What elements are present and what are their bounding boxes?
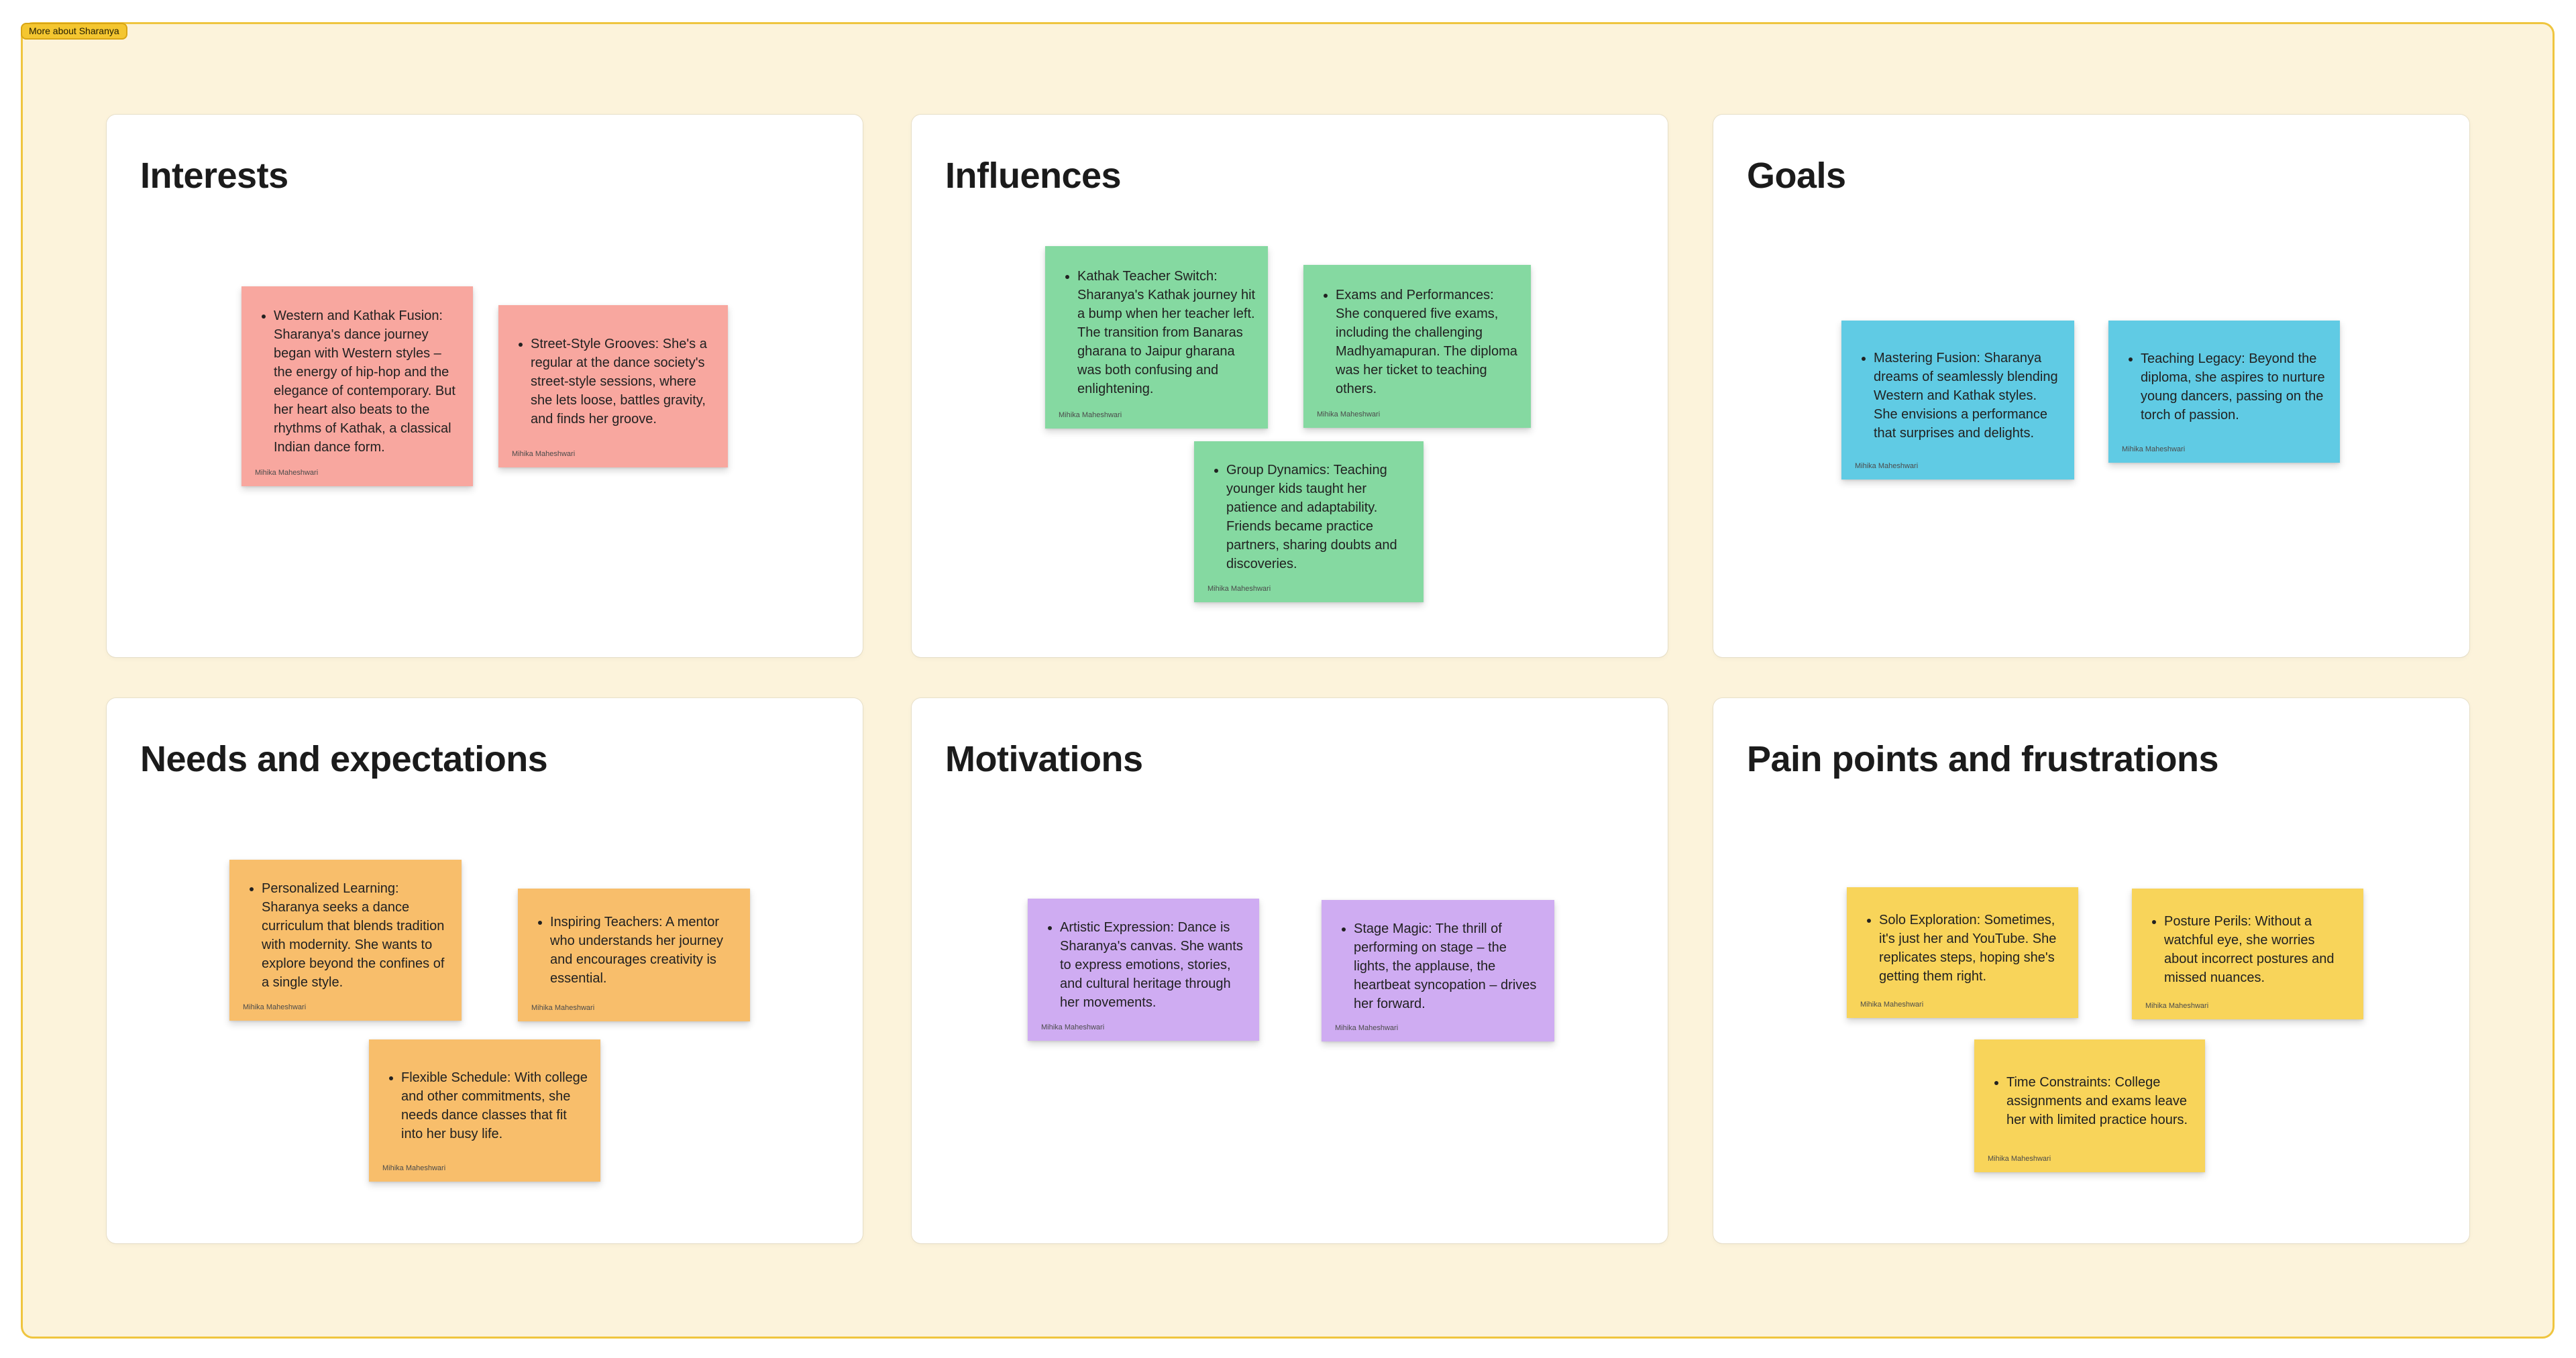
section-card-interests[interactable]: Interests Western and Kathak Fusion: Sha… (107, 115, 863, 657)
sticky-note-content: Posture Perils: Without a watchful eye, … (2144, 898, 2351, 1001)
section-card-pain-points[interactable]: Pain points and frustrations Solo Explor… (1713, 698, 2469, 1243)
sticky-note-author: Mihika Maheshwari (1988, 1155, 2051, 1163)
section-title: Influences (945, 156, 1122, 196)
sticky-note-author: Mihika Maheshwari (2145, 1002, 2209, 1010)
sticky-note-content: Street-Style Grooves: She's a regular at… (511, 315, 716, 449)
sticky-note-text: Western and Kathak Fusion: Sharanya's da… (274, 306, 461, 457)
sticky-note-content: Kathak Teacher Switch: Sharanya's Kathak… (1057, 256, 1256, 410)
sticky-note-text: Flexible Schedule: With college and othe… (401, 1068, 588, 1143)
sticky-note[interactable]: Posture Perils: Without a watchful eye, … (2132, 889, 2363, 1019)
sticky-note-text: Street-Style Grooves: She's a regular at… (531, 335, 716, 429)
sticky-note-text: Group Dynamics: Teaching younger kids ta… (1226, 461, 1411, 573)
sticky-note-content: Inspiring Teachers: A mentor who underst… (530, 898, 738, 1003)
sticky-note-content: Solo Exploration: Sometimes, it's just h… (1859, 897, 2066, 999)
sticky-note-author: Mihika Maheshwari (243, 1003, 307, 1011)
sticky-note[interactable]: Mastering Fusion: Sharanya dreams of sea… (1841, 321, 2074, 479)
sticky-note-content: Teaching Legacy: Beyond the diploma, she… (2121, 330, 2328, 444)
sticky-note-text: Personalized Learning: Sharanya seeks a … (262, 879, 449, 992)
sticky-note-author: Mihika Maheshwari (382, 1164, 446, 1172)
sticky-note[interactable]: Exams and Performances: She conquered fi… (1303, 265, 1531, 428)
sticky-note-content: Personalized Learning: Sharanya seeks a … (241, 869, 449, 1002)
sticky-note[interactable]: Stage Magic: The thrill of performing on… (1322, 900, 1554, 1041)
sticky-note-content: Exams and Performances: She conquered fi… (1316, 274, 1519, 409)
sticky-note[interactable]: Solo Exploration: Sometimes, it's just h… (1847, 887, 2078, 1018)
sticky-note-author: Mihika Maheshwari (1855, 462, 1919, 470)
section-title: Pain points and frustrations (1747, 739, 2219, 779)
sticky-note-author: Mihika Maheshwari (1317, 410, 1381, 418)
sticky-note-author: Mihika Maheshwari (1860, 1001, 1924, 1009)
section-title: Needs and expectations (140, 739, 548, 779)
sticky-note-author: Mihika Maheshwari (1041, 1023, 1105, 1031)
section-card-motivations[interactable]: Motivations Artistic Expression: Dance i… (912, 698, 1668, 1243)
sticky-note-content: Flexible Schedule: With college and othe… (381, 1049, 588, 1163)
sticky-note[interactable]: Time Constraints: College assignments an… (1974, 1039, 2205, 1172)
sticky-note-content: Mastering Fusion: Sharanya dreams of sea… (1854, 330, 2062, 461)
sticky-note-author: Mihika Maheshwari (1208, 585, 1271, 593)
sticky-note-author: Mihika Maheshwari (1335, 1024, 1399, 1032)
sticky-note-content: Time Constraints: College assignments an… (1986, 1049, 2193, 1153)
sticky-note[interactable]: Teaching Legacy: Beyond the diploma, she… (2108, 321, 2340, 463)
section-card-goals[interactable]: Goals Mastering Fusion: Sharanya dreams … (1713, 115, 2469, 657)
sticky-note-author: Mihika Maheshwari (255, 469, 319, 477)
section-card-needs-and-expectations[interactable]: Needs and expectations Personalized Lear… (107, 698, 863, 1243)
sticky-note-content: Artistic Expression: Dance is Sharanya's… (1040, 908, 1247, 1022)
sticky-note-text: Inspiring Teachers: A mentor who underst… (550, 913, 738, 988)
sticky-note-text: Posture Perils: Without a watchful eye, … (2164, 912, 2351, 987)
sticky-note-content: Western and Kathak Fusion: Sharanya's da… (254, 296, 461, 467)
sticky-note[interactable]: Artistic Expression: Dance is Sharanya's… (1028, 899, 1259, 1041)
sticky-note-text: Exams and Performances: She conquered fi… (1336, 286, 1519, 398)
sticky-note-content: Group Dynamics: Teaching younger kids ta… (1206, 451, 1411, 583)
sticky-note[interactable]: Street-Style Grooves: She's a regular at… (498, 305, 728, 467)
sticky-note-text: Time Constraints: College assignments an… (2006, 1073, 2193, 1129)
sticky-note-text: Teaching Legacy: Beyond the diploma, she… (2141, 349, 2328, 425)
section-title: Interests (140, 156, 288, 196)
sticky-note-text: Mastering Fusion: Sharanya dreams of sea… (1874, 349, 2062, 443)
sticky-note-text: Solo Exploration: Sometimes, it's just h… (1879, 911, 2066, 986)
sticky-note-author: Mihika Maheshwari (2122, 445, 2186, 453)
sticky-note[interactable]: Kathak Teacher Switch: Sharanya's Kathak… (1045, 246, 1268, 429)
sticky-note-content: Stage Magic: The thrill of performing on… (1334, 909, 1542, 1023)
sticky-note-author: Mihika Maheshwari (531, 1004, 595, 1012)
sticky-note-author: Mihika Maheshwari (512, 450, 576, 458)
section-title: Motivations (945, 739, 1143, 779)
sticky-note-author: Mihika Maheshwari (1059, 411, 1122, 419)
section-title: Goals (1747, 156, 1846, 196)
sticky-note-text: Stage Magic: The thrill of performing on… (1354, 919, 1542, 1013)
sticky-note-text: Kathak Teacher Switch: Sharanya's Kathak… (1077, 267, 1256, 398)
sticky-note[interactable]: Flexible Schedule: With college and othe… (369, 1039, 600, 1182)
board-section-label[interactable]: More about Sharanya (21, 23, 127, 40)
sticky-note[interactable]: Inspiring Teachers: A mentor who underst… (518, 889, 750, 1021)
sticky-note[interactable]: Group Dynamics: Teaching younger kids ta… (1194, 441, 1424, 602)
sticky-note[interactable]: Western and Kathak Fusion: Sharanya's da… (241, 286, 473, 486)
section-card-influences[interactable]: Influences Kathak Teacher Switch: Sharan… (912, 115, 1668, 657)
sticky-note[interactable]: Personalized Learning: Sharanya seeks a … (229, 860, 462, 1021)
sticky-note-text: Artistic Expression: Dance is Sharanya's… (1060, 918, 1247, 1012)
